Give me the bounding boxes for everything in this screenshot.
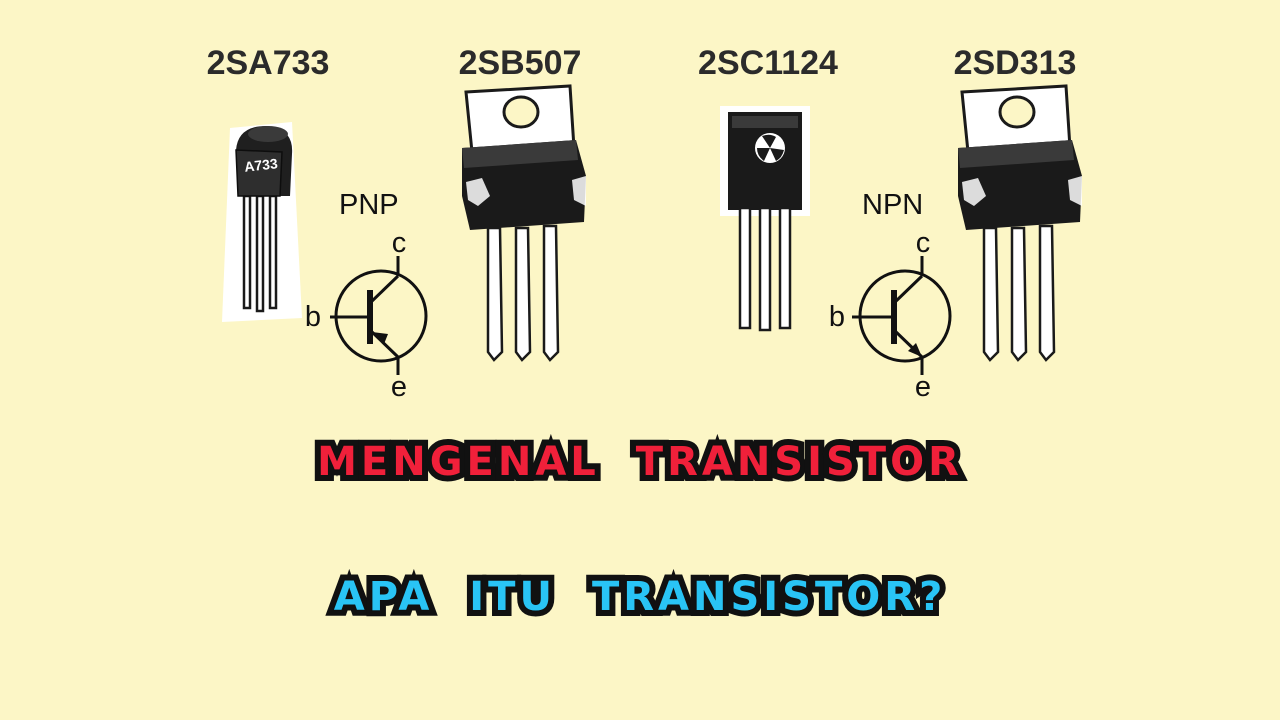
part-label-2sa733: 2SA733 bbox=[206, 44, 330, 82]
part-label-2sb507: 2SB507 bbox=[458, 44, 582, 82]
pnp-emitter-label: e bbox=[390, 371, 408, 403]
npn-emitter-label: e bbox=[914, 371, 932, 403]
headline-line-2: APA ITU TRANSISTOR? bbox=[0, 547, 1280, 647]
pnp-type-label: PNP bbox=[339, 189, 399, 221]
headline-word-apa: APA bbox=[328, 568, 436, 626]
npn-type-label: NPN bbox=[862, 189, 924, 221]
pnp-collector-label: c bbox=[391, 227, 407, 259]
headline-word-itu: ITU bbox=[463, 568, 558, 626]
headline-word-transistor-question: TRANSISTOR? bbox=[586, 568, 948, 626]
part-label-2sd313: 2SD313 bbox=[953, 44, 1077, 82]
headline-line-1: MENGENAL TRANSISTOR bbox=[0, 412, 1280, 512]
npn-base-label: b bbox=[828, 301, 846, 333]
headline-word-transistor: TRANSISTOR bbox=[630, 433, 965, 491]
pnp-base-label: b bbox=[304, 301, 322, 333]
npn-collector-label: c bbox=[915, 227, 931, 259]
headline-word-mengenal: MENGENAL bbox=[311, 433, 602, 491]
part-label-2sc1124: 2SC1124 bbox=[698, 44, 838, 82]
to92-marking-text: A733 bbox=[243, 155, 279, 175]
